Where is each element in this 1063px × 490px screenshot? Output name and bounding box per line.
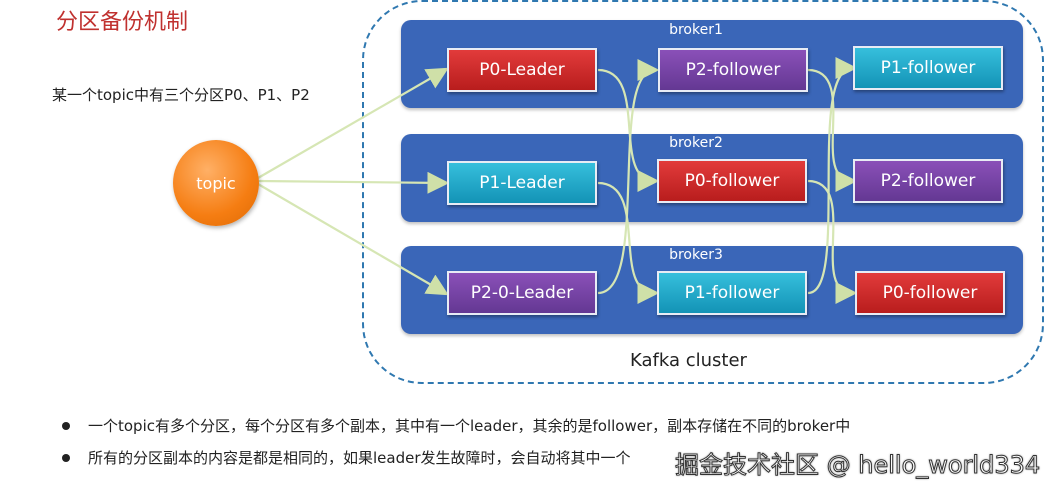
broker1-node-p1-follower: P1-follower [853,46,1003,90]
p2-leader-to-p2-follower-b1 [597,59,660,295]
watermark: 掘金技术社区 @ hello_world334 [674,451,1041,480]
broker2-node-p2-follower: P2-follower [853,159,1003,203]
kafka-cluster-boundary [362,0,1044,384]
broker1-node-p2-follower: P2-follower [658,48,808,92]
topic-to-p2-leader [257,183,449,296]
bullet-text: 所有的分区副本的内容是都是相同的，如果leader发生故障时，会自动将其中一个 [88,449,631,467]
broker3-node-p0-follower: P0-follower [855,271,1005,315]
topic-to-p0-leader [257,67,449,179]
broker3-node-p2-leader: P2-0-Leader [447,271,597,315]
bullet-list: 一个topic有多个分区，每个分区有多个副本，其中有一个leader，其余的是f… [62,414,850,478]
topic-to-p1-leader [257,171,450,194]
broker1-node-p0-leader: P0-Leader [447,48,597,92]
cluster-label: Kafka cluster [630,350,747,371]
bullet-dot-icon [62,454,70,462]
broker-1-label: broker1 [669,22,723,38]
broker-2-label: broker2 [669,135,723,151]
broker3-node-p1-follower: P1-follower [657,271,807,315]
p0-follower-b2-to-p0-follower-b3 [807,179,858,304]
broker2-node-p0-follower: P0-follower [657,159,807,203]
bullet-item: 所有的分区副本的内容是都是相同的，如果leader发生故障时，会自动将其中一个 [62,446,850,478]
page-title: 分区备份机制 [56,10,189,35]
bullet-text: 一个topic有多个分区，每个分区有多个副本，其中有一个leader，其余的是f… [88,417,851,435]
bullet-item: 一个topic有多个分区，每个分区有多个副本，其中有一个leader，其余的是f… [62,414,850,446]
topic-node: topic [173,140,259,226]
p1-leader-to-p1-follower-b3 [597,181,660,304]
p2-follower-b1-to-p2-follower-b2 [807,68,858,192]
broker2-node-p1-leader: P1-Leader [447,161,597,205]
broker-3-label: broker3 [669,247,723,263]
p0-leader-to-p0-follower-b2 [597,68,660,192]
topic-description: 某一个topic中有三个分区P0、P1、P2 [52,86,310,104]
p1-follower-b3-to-p1-follower-b1 [807,57,858,295]
bullet-dot-icon [62,422,70,430]
